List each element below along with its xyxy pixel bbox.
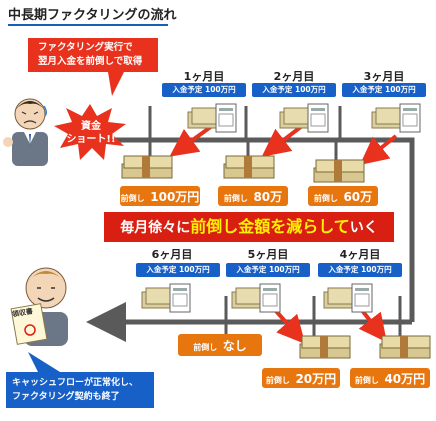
advance-badge-month-2: 前倒し 80万円 bbox=[218, 186, 288, 227]
advance-badge-month-4: 前倒し 40万円 bbox=[350, 368, 430, 388]
cash-bundle-icon bbox=[379, 335, 431, 359]
advance-badge-month-5: 前倒し 20万円 bbox=[262, 368, 340, 388]
invoice-with-bills-icon bbox=[187, 103, 237, 133]
page-title: 中長期ファクタリングの流れ bbox=[8, 8, 177, 23]
invoice-with-bills-icon bbox=[371, 103, 421, 133]
title-underline bbox=[8, 24, 168, 26]
month-6-plan: 入金予定 100万円 bbox=[136, 263, 220, 277]
invoice-with-bills-icon bbox=[279, 103, 329, 133]
advance-label: 前倒し bbox=[313, 194, 338, 203]
month-1-plan: 入金予定 100万円 bbox=[162, 83, 246, 97]
advance-label: 前倒し bbox=[265, 376, 290, 385]
cash-shortage-label: 資金 ショート!! bbox=[62, 120, 120, 146]
advance-callout-line-2: 翌月入金を前倒しで取得 bbox=[38, 56, 143, 67]
banner-pre: 毎月徐々に bbox=[120, 220, 191, 236]
advance-badge-month-6: 前倒し なし bbox=[178, 334, 262, 356]
month-2-label: 2ヶ月目 bbox=[273, 70, 315, 83]
banner-highlight: 前倒し金額を減らして bbox=[190, 217, 350, 236]
month-5-label: 5ヶ月目 bbox=[247, 248, 289, 261]
advance-label: 前倒し bbox=[223, 194, 248, 203]
completion-callout-line-1: キャッシュフローが正常化し、 bbox=[12, 378, 139, 388]
advance-badge-month-1: 前倒し 100万円 bbox=[120, 186, 200, 206]
worried-businessman-icon bbox=[3, 98, 48, 166]
advance-badge-month-3: 前倒し 60万円 bbox=[308, 186, 378, 227]
month-6-label: 6ヶ月目 bbox=[151, 248, 193, 261]
month-3-label: 3ヶ月目 bbox=[363, 70, 405, 83]
month-2-plan: 入金予定 100万円 bbox=[252, 83, 336, 97]
shock-line-2: ショート!! bbox=[66, 134, 116, 145]
reduce-advance-banner: 毎月徐々に前倒し金額を減らしていく bbox=[104, 212, 394, 242]
cash-bundle-icon bbox=[299, 335, 351, 359]
shock-line-1: 資金 bbox=[81, 121, 101, 132]
cash-bundle-icon bbox=[121, 155, 173, 179]
relieved-businessman-icon bbox=[10, 267, 68, 346]
cash-bundle-icon bbox=[223, 155, 275, 179]
completion-callout: キャッシュフローが正常化し、 ファクタリング契約も終了 bbox=[6, 372, 154, 408]
invoice-with-bills-icon bbox=[323, 283, 373, 313]
month-1-label: 1ヶ月目 bbox=[183, 70, 225, 83]
month-3-plan: 入金予定 100万円 bbox=[342, 83, 426, 97]
shock-burst-icon bbox=[54, 104, 126, 160]
advance-callout: ファクタリング実行で 翌月入金を前倒しで取得 bbox=[28, 38, 158, 72]
advance-label: 前倒し bbox=[354, 376, 379, 385]
cash-bundle-icon bbox=[313, 159, 365, 183]
advance-amount: なし bbox=[222, 339, 247, 353]
advance-label: 前倒し bbox=[193, 343, 218, 352]
advance-callout-line-1: ファクタリング実行で bbox=[38, 42, 133, 53]
invoice-with-bills-icon bbox=[141, 283, 191, 313]
advance-amount: 40万円 bbox=[384, 372, 426, 386]
advance-label: 前倒し bbox=[120, 194, 145, 203]
month-4-plan: 入金予定 100万円 bbox=[318, 263, 402, 277]
month-4-label: 4ヶ月目 bbox=[339, 248, 381, 261]
banner-post: いく bbox=[349, 220, 378, 236]
invoice-with-bills-icon bbox=[231, 283, 281, 313]
advance-amount: 20万円 bbox=[295, 372, 337, 386]
month-5-plan: 入金予定 100万円 bbox=[226, 263, 310, 277]
completion-callout-line-2: ファクタリング契約も終了 bbox=[12, 392, 120, 402]
advance-amount: 100万円 bbox=[150, 190, 200, 204]
